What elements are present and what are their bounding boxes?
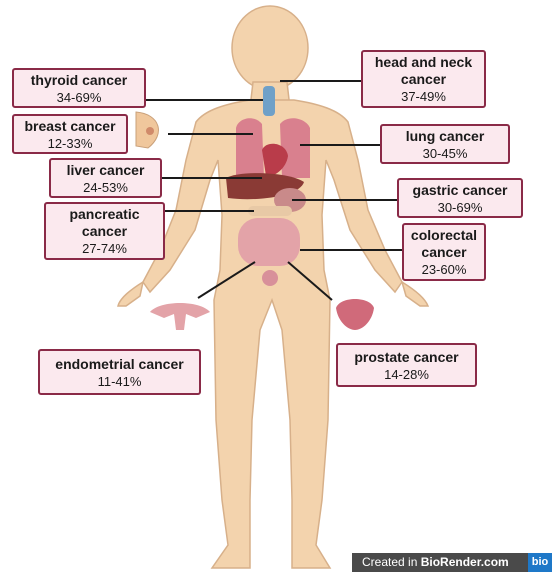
- breast-cancer-pct: 12-33%: [14, 135, 126, 152]
- breast-cancer-label: breast cancer 12-33%: [12, 114, 128, 154]
- prostate-cancer-pct: 14-28%: [338, 366, 475, 383]
- prostate-icon: [336, 299, 374, 330]
- prostate-cancer-label: prostate cancer 14-28%: [336, 343, 477, 387]
- pancreatic-cancer-pct: 27-74%: [46, 240, 163, 257]
- head-and-neck-name-line1: head and neck: [363, 54, 484, 71]
- bladder-organ: [262, 270, 278, 286]
- prostate-cancer-name: prostate cancer: [338, 349, 475, 366]
- liver-cancer-name: liver cancer: [51, 162, 160, 179]
- trachea: [263, 86, 275, 116]
- colorectal-name-line1: colorectal: [404, 227, 484, 244]
- biorender-watermark: Created in BioRender.com bio: [352, 553, 552, 572]
- thyroid-cancer-pct: 34-69%: [14, 89, 144, 106]
- endometrial-cancer-pct: 11-41%: [40, 373, 199, 390]
- pancreatic-cancer-name-line2: cancer: [46, 223, 163, 240]
- watermark-brand: BioRender.com: [421, 555, 509, 569]
- pancreatic-cancer-label: pancreatic cancer 27-74%: [44, 202, 165, 260]
- liver-cancer-label: liver cancer 24-53%: [49, 158, 162, 198]
- gastric-cancer-pct: 30-69%: [399, 199, 521, 216]
- watermark-prefix: Created in: [362, 555, 421, 569]
- right-lung-organ: [280, 118, 310, 178]
- head-and-neck-name-line2: cancer: [363, 71, 484, 88]
- colorectal-name-line2: cancer: [404, 244, 484, 261]
- colorectal-cancer-label: colorectal cancer 23-60%: [402, 223, 486, 281]
- pancreas-organ: [248, 206, 292, 216]
- head-and-neck-pct: 37-49%: [363, 88, 484, 105]
- intestines-organ: [238, 218, 300, 266]
- breast-cancer-name: breast cancer: [14, 118, 126, 135]
- lung-cancer-label: lung cancer 30-45%: [380, 124, 510, 164]
- head-and-neck-cancer-label: head and neck cancer 37-49%: [361, 50, 486, 108]
- thyroid-cancer-name: thyroid cancer: [14, 72, 144, 89]
- liver-cancer-pct: 24-53%: [51, 179, 160, 196]
- gastric-cancer-label: gastric cancer 30-69%: [397, 178, 523, 218]
- lung-cancer-pct: 30-45%: [382, 145, 508, 162]
- lung-cancer-name: lung cancer: [382, 128, 508, 145]
- gastric-cancer-name: gastric cancer: [399, 182, 521, 199]
- breast-icon: [136, 112, 158, 148]
- colorectal-pct: 23-60%: [404, 261, 484, 278]
- biorender-logo-icon: bio: [528, 553, 552, 572]
- endometrial-cancer-name: endometrial cancer: [40, 356, 199, 373]
- left-lung-organ: [236, 118, 264, 178]
- uterus-icon: [150, 303, 210, 330]
- endometrial-cancer-label: endometrial cancer 11-41%: [38, 349, 201, 395]
- pancreatic-cancer-name-line1: pancreatic: [46, 206, 163, 223]
- thyroid-cancer-label: thyroid cancer 34-69%: [12, 68, 146, 108]
